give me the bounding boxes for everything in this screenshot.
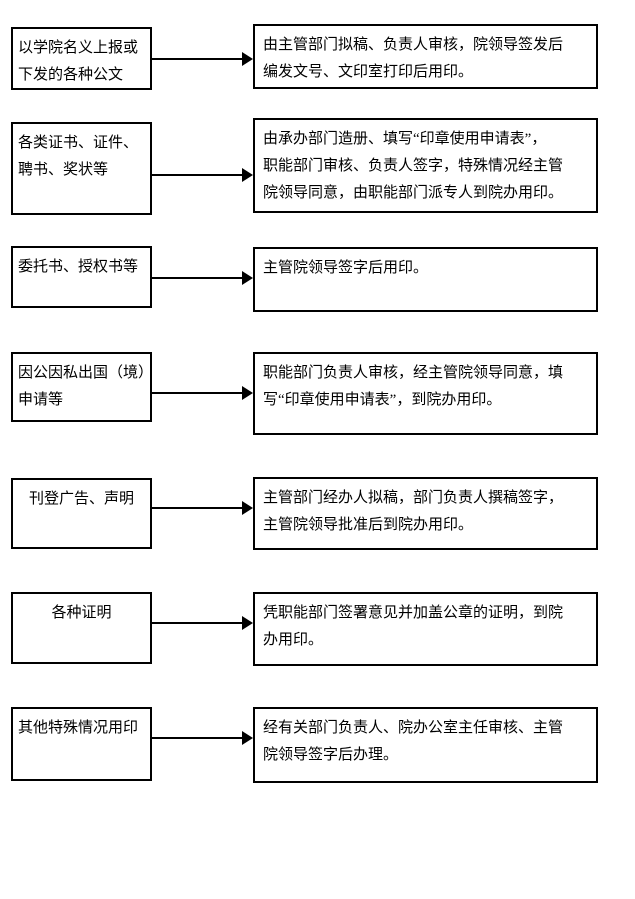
procedure-box: 主管部门经办人拟稿，部门负责人撰稿签字， 主管院领导批准后到院办用印。	[253, 477, 598, 550]
arrow-head	[242, 52, 253, 66]
arrow-line	[152, 622, 242, 624]
arrow-head	[242, 731, 253, 745]
right-arrow-icon	[152, 386, 253, 400]
procedure-box: 主管院领导签字后用印。	[253, 247, 598, 312]
arrow-head	[242, 501, 253, 515]
arrow-line	[152, 277, 242, 279]
right-arrow-icon	[152, 52, 253, 66]
arrow-line	[152, 507, 242, 509]
procedure-box: 职能部门负责人审核，经主管院领导同意，填 写“印章使用申请表”，到院办用印。	[253, 352, 598, 435]
category-box: 因公因私出国（境） 申请等	[11, 352, 152, 422]
category-box: 委托书、授权书等	[11, 246, 152, 308]
right-arrow-icon	[152, 616, 253, 630]
arrow-line	[152, 58, 242, 60]
category-box: 以学院名义上报或 下发的各种公文	[11, 27, 152, 90]
category-box: 各类证书、证件、 聘书、奖状等	[11, 122, 152, 215]
arrow-head	[242, 616, 253, 630]
arrow-line	[152, 392, 242, 394]
category-box: 其他特殊情况用印	[11, 707, 152, 781]
arrow-line	[152, 174, 242, 176]
arrow-head	[242, 168, 253, 182]
right-arrow-icon	[152, 168, 253, 182]
procedure-box: 由主管部门拟稿、负责人审核，院领导签发后 编发文号、文印室打印后用印。	[253, 24, 598, 89]
arrow-head	[242, 271, 253, 285]
procedure-box: 由承办部门造册、填写“印章使用申请表”， 职能部门审核、负责人签字，特殊情况经主…	[253, 118, 598, 213]
right-arrow-icon	[152, 501, 253, 515]
right-arrow-icon	[152, 731, 253, 745]
category-box: 刊登广告、声明	[11, 478, 152, 549]
arrow-line	[152, 737, 242, 739]
category-box: 各种证明	[11, 592, 152, 664]
procedure-box: 凭职能部门签署意见并加盖公章的证明，到院 办用印。	[253, 592, 598, 666]
right-arrow-icon	[152, 271, 253, 285]
procedure-box: 经有关部门负责人、院办公室主任审核、主管 院领导签字后办理。	[253, 707, 598, 783]
arrow-head	[242, 386, 253, 400]
